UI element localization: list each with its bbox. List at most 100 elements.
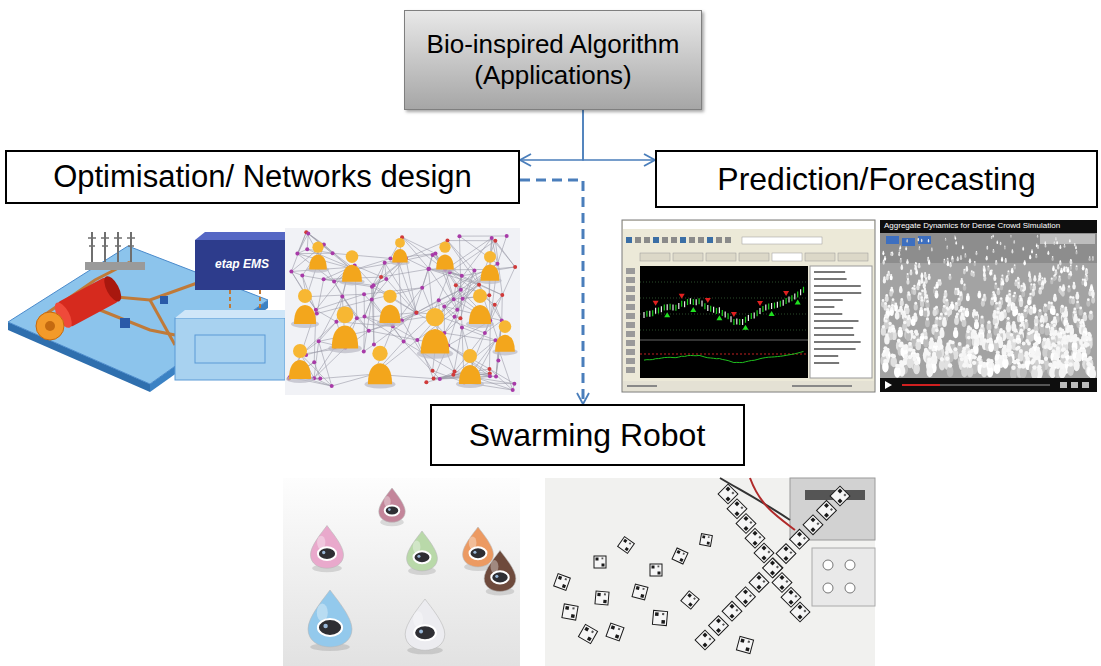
crowd-simulation-screenshot-part xyxy=(995,360,999,364)
trading-software-screenshot-part xyxy=(675,305,676,311)
crowd-simulation-screenshot-part xyxy=(1000,242,1001,243)
crowd-simulation-screenshot-part xyxy=(895,364,900,369)
crowd-simulation-screenshot-part xyxy=(1033,343,1037,347)
crowd-simulation-screenshot-part xyxy=(1035,316,1038,319)
crowd-simulation-screenshot-part xyxy=(900,298,903,301)
crowd-simulation-screenshot-part xyxy=(905,247,907,250)
robot-swarm-photo-part xyxy=(283,478,520,666)
crowd-simulation-screenshot-part xyxy=(957,257,959,259)
crowd-simulation-screenshot-part xyxy=(1039,309,1042,312)
crowd-simulation-screenshot-part xyxy=(1055,269,1057,271)
crowd-simulation-screenshot-part xyxy=(1054,241,1055,242)
crowd-simulation-screenshot-part xyxy=(1088,337,1092,341)
power-system-illustration-part xyxy=(160,296,168,304)
crowd-simulation-screenshot-part xyxy=(1025,356,1029,360)
crowd-simulation-screenshot-part xyxy=(938,317,941,320)
social-network-illustration-part-part xyxy=(459,288,463,292)
crowd-simulation-screenshot-part xyxy=(951,340,955,344)
modular-robot-photo xyxy=(545,478,875,666)
crowd-simulation-screenshot-part xyxy=(997,241,998,242)
robot-swarm-photo-part xyxy=(388,508,391,511)
crowd-simulation-screenshot-part xyxy=(1092,257,1094,261)
social-network-illustration-part-part xyxy=(502,267,515,295)
crowd-simulation-screenshot-part xyxy=(973,271,975,273)
crowd-simulation-screenshot-part xyxy=(1044,277,1046,279)
social-network-illustration-part-part xyxy=(511,388,515,392)
crowd-simulation-screenshot-part xyxy=(1073,308,1076,311)
crowd-simulation-screenshot-part xyxy=(908,342,912,346)
crowd-simulation-screenshot-part xyxy=(886,274,888,276)
crowd-simulation-screenshot-part xyxy=(987,246,988,247)
social-network-illustration-part-part xyxy=(432,377,436,381)
crowd-simulation-screenshot-part xyxy=(1051,257,1053,261)
trading-software-screenshot-part xyxy=(680,237,686,243)
crowd-simulation-screenshot-part xyxy=(950,262,952,264)
crowd-simulation-screenshot-part xyxy=(992,235,993,237)
crowd-simulation-screenshot-part xyxy=(1085,268,1087,270)
crowd-simulation-screenshot-part xyxy=(890,307,893,310)
social-network-illustration-part-part xyxy=(355,316,359,320)
crowd-simulation-screenshot-part xyxy=(932,324,935,327)
crowd-simulation-screenshot-part xyxy=(955,237,957,240)
crowd-simulation-screenshot-part xyxy=(924,336,928,340)
crowd-simulation-screenshot-part xyxy=(913,285,915,287)
crowd-simulation-screenshot-part xyxy=(935,291,938,294)
crowd-simulation-screenshot-part xyxy=(946,342,950,346)
crowd-simulation-screenshot-part xyxy=(1059,276,1061,278)
crowd-simulation-screenshot-part xyxy=(1013,360,1017,364)
trading-software-screenshot-part xyxy=(725,237,731,243)
crowd-simulation-screenshot-part xyxy=(986,256,988,258)
crowd-simulation-screenshot-part xyxy=(1088,337,1092,341)
robot-swarm-photo-part xyxy=(385,505,400,515)
social-network-illustration-part-part xyxy=(370,285,374,289)
social-network-illustration-part-part xyxy=(439,290,461,301)
social-network-illustration-part-part xyxy=(307,294,364,296)
trading-software-screenshot-part xyxy=(655,308,656,314)
crowd-simulation-screenshot-part xyxy=(916,269,918,271)
social-network-illustration-part-part xyxy=(330,384,334,388)
crowd-simulation-screenshot-part xyxy=(1028,297,1031,300)
crowd-simulation-screenshot-part xyxy=(958,342,962,346)
crowd-simulation-screenshot-part xyxy=(914,360,918,364)
power-system-illustration-part xyxy=(101,237,109,239)
crowd-simulation-screenshot-part xyxy=(967,336,971,340)
crowd-simulation-screenshot-part xyxy=(1056,346,1060,350)
crowd-simulation-screenshot-part xyxy=(1090,366,1095,371)
trading-software-screenshot-part xyxy=(727,313,728,319)
crowd-simulation-screenshot-part xyxy=(1084,280,1086,282)
social-network-illustration-part-part xyxy=(312,360,316,364)
crowd-simulation-screenshot-part xyxy=(996,351,1000,355)
crowd-simulation-screenshot-part xyxy=(931,248,933,251)
crowd-simulation-screenshot-part xyxy=(1064,245,1066,248)
crowd-simulation-screenshot-part xyxy=(980,315,983,318)
crowd-simulation-screenshot-part xyxy=(962,349,966,353)
social-network-illustration-part-part xyxy=(493,239,497,243)
social-network-illustration-part-part xyxy=(472,268,476,272)
crowd-simulation-screenshot-part xyxy=(990,270,992,272)
crowd-simulation-screenshot-part xyxy=(1012,321,1015,324)
modular-robot-photo-part xyxy=(750,478,795,530)
crowd-simulation-screenshot-part xyxy=(1085,269,1088,274)
crowd-simulation-screenshot-part xyxy=(1031,250,1033,253)
robot-swarm-photo-part xyxy=(407,531,438,571)
crowd-simulation-screenshot-part xyxy=(1021,364,1026,369)
crowd-simulation-screenshot-part xyxy=(1007,322,1010,325)
crowd-simulation-screenshot-part xyxy=(1069,260,1071,264)
crowd-simulation-screenshot-part xyxy=(1046,338,1050,342)
crowd-simulation-screenshot-part xyxy=(996,311,999,314)
crowd-simulation-screenshot-part xyxy=(1029,296,1032,299)
crowd-simulation-screenshot-part xyxy=(997,333,1001,337)
crowd-simulation-screenshot-part xyxy=(1007,340,1011,344)
social-network-illustration-part-part xyxy=(427,267,431,271)
crowd-simulation-screenshot-part xyxy=(1012,339,1016,343)
power-system-illustration-part xyxy=(102,245,108,247)
trading-software-screenshot-part xyxy=(626,349,635,355)
crowd-simulation-screenshot-part xyxy=(1029,306,1032,309)
power-system-illustration-part xyxy=(195,232,300,240)
crowd-simulation-screenshot-part xyxy=(914,302,917,305)
crowd-simulation-screenshot-part xyxy=(1033,305,1036,308)
crowd-simulation-screenshot-part xyxy=(910,330,914,334)
crowd-simulation-screenshot-part xyxy=(1069,355,1073,359)
crowd-simulation-screenshot-part xyxy=(947,308,950,311)
social-network-illustration-part-part xyxy=(370,297,374,301)
